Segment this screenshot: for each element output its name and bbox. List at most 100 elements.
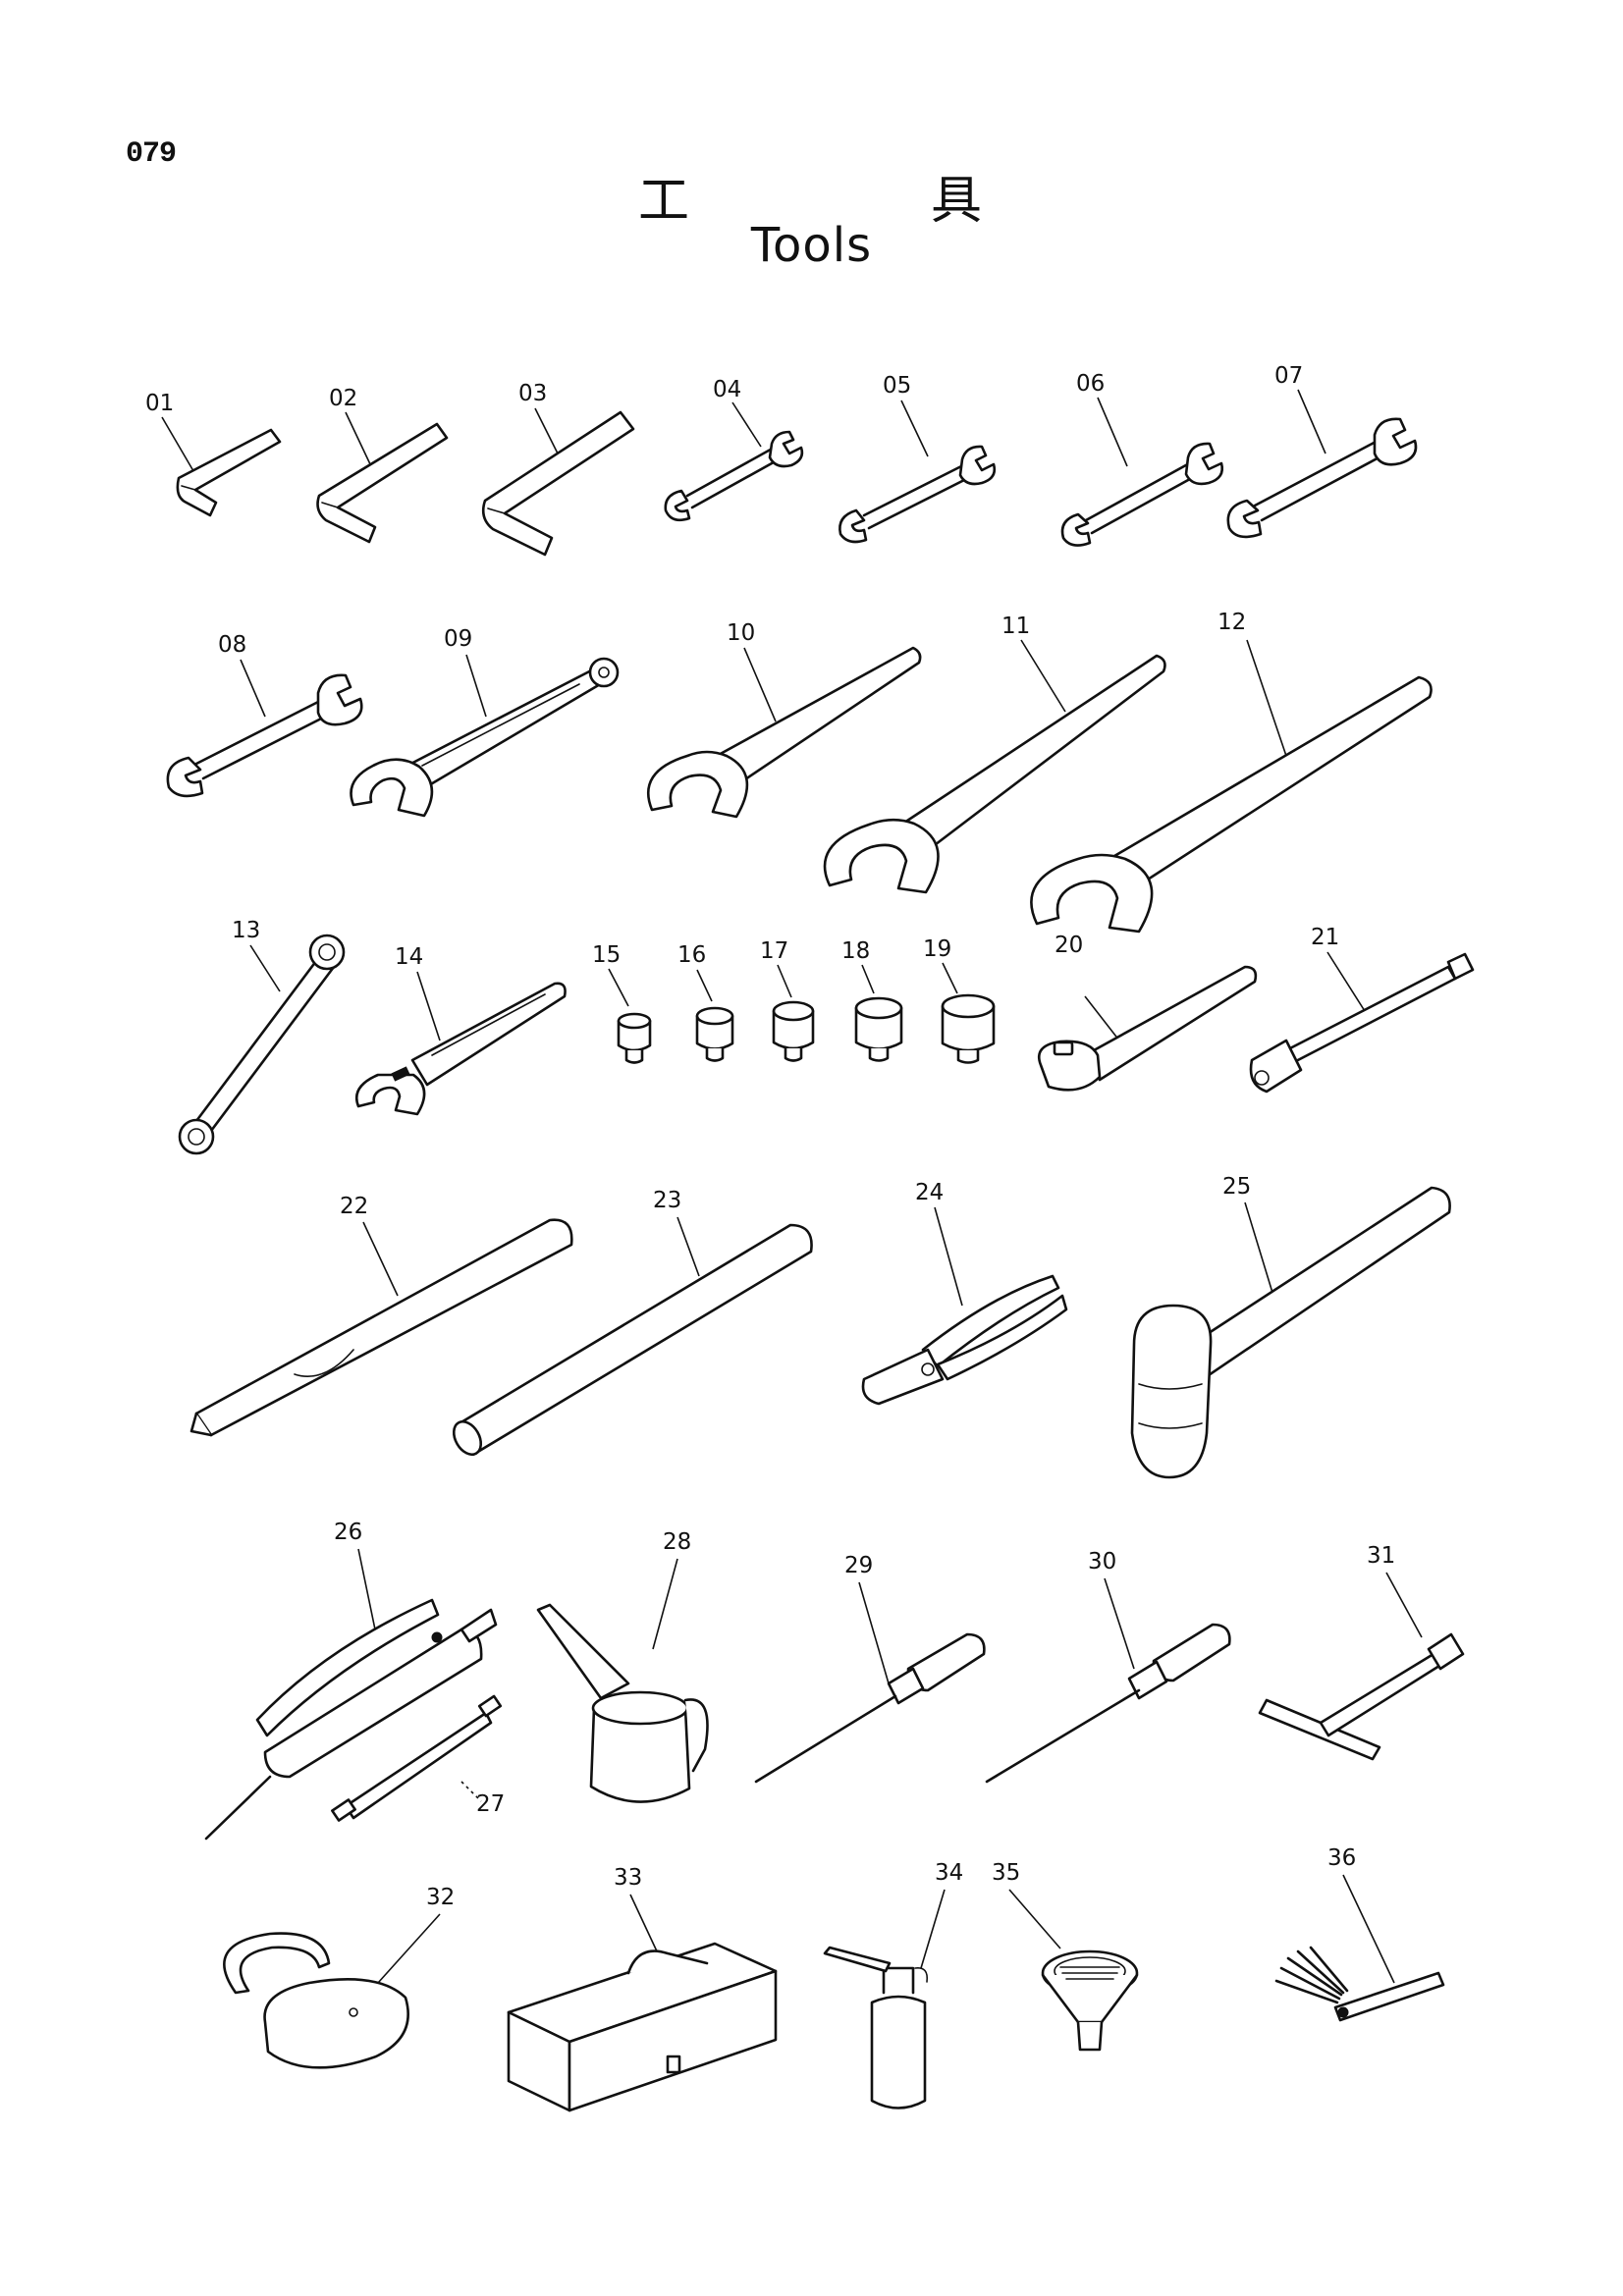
tool-label: 17 <box>760 938 788 964</box>
tool-34[interactable]: 34 <box>823 1860 963 2109</box>
page-title-text: Tools <box>750 218 873 273</box>
adjustable-wrench-icon <box>354 982 567 1116</box>
tool-23[interactable]: 23 <box>449 1188 813 1460</box>
tool-label: 35 <box>992 1860 1020 1886</box>
extension-bar-socket-icon <box>1249 952 1475 1094</box>
tool-12[interactable]: 12 <box>1030 610 1433 934</box>
grease-gun-icon <box>204 1598 498 1841</box>
tool-label: 26 <box>334 1520 362 1545</box>
tool-label: 11 <box>1001 614 1030 639</box>
hex-key-icon <box>316 422 449 544</box>
tool-22[interactable]: 22 <box>189 1194 573 1437</box>
oiler-bottle-icon <box>823 1946 929 2109</box>
tool-label: 01 <box>145 391 174 416</box>
tool-label: 30 <box>1088 1549 1116 1575</box>
socket-icon <box>941 993 996 1064</box>
tool-32[interactable]: 32 <box>223 1885 455 2069</box>
oil-can-icon <box>536 1603 709 1803</box>
pliers-icon <box>861 1274 1068 1406</box>
single-open-end-wrench-icon <box>823 654 1166 894</box>
tool-14[interactable]: 14 <box>354 944 567 1116</box>
tool-label: 09 <box>444 626 472 652</box>
tool-01[interactable]: 01 <box>145 391 282 517</box>
double-open-end-wrench-icon <box>1060 442 1223 547</box>
tool-03[interactable]: 03 <box>481 381 635 557</box>
tool-label: 32 <box>426 1885 455 1910</box>
tool-label: 02 <box>329 386 357 411</box>
tool-27[interactable]: 27 <box>331 1694 505 1822</box>
tool-08[interactable]: 08 <box>166 632 363 798</box>
tool-label: 05 <box>883 373 911 399</box>
tool-16[interactable]: 16 <box>677 942 734 1062</box>
socket-icon <box>695 1006 734 1062</box>
tool-label: 20 <box>1055 933 1083 958</box>
tool-box-icon <box>507 1942 778 2112</box>
tool-35[interactable]: 35 <box>992 1860 1139 2052</box>
tool-09[interactable]: 09 <box>350 626 620 818</box>
tool-label: 08 <box>218 632 246 658</box>
tool-label: 14 <box>395 944 423 970</box>
tool-29[interactable]: 29 <box>754 1553 986 1784</box>
tool-26[interactable]: 26 <box>204 1520 498 1841</box>
tool-02[interactable]: 02 <box>316 386 449 544</box>
padlock-icon <box>223 1932 409 2069</box>
tool-33[interactable]: 33 <box>507 1865 778 2112</box>
tool-20[interactable]: 20 <box>1037 933 1258 1092</box>
tool-label: 23 <box>653 1188 681 1213</box>
hex-key-icon <box>481 410 635 557</box>
tool-label: 03 <box>518 381 547 406</box>
socket-icon <box>772 1000 815 1062</box>
tool-label: 29 <box>844 1553 873 1578</box>
tool-label: 36 <box>1327 1845 1356 1871</box>
offset-box-wrench-icon <box>178 934 346 1155</box>
hook-spanner-wrench-icon <box>350 657 620 818</box>
tool-label: 12 <box>1217 610 1246 635</box>
double-open-end-wrench-icon <box>166 673 363 798</box>
page-title-japanese: 工 具 <box>638 159 982 233</box>
tool-label: 34 <box>935 1860 963 1886</box>
tool-15[interactable]: 15 <box>592 942 652 1064</box>
title-jp-char-1: 工 <box>638 172 690 231</box>
tool-17[interactable]: 17 <box>760 938 815 1062</box>
tool-label: 06 <box>1076 371 1105 397</box>
tool-31[interactable]: 31 <box>1258 1543 1465 1761</box>
page-number: 079 <box>126 137 177 171</box>
tool-label: 22 <box>340 1194 368 1219</box>
socket-icon <box>617 1012 652 1064</box>
tool-24[interactable]: 24 <box>861 1180 1068 1406</box>
ratchet-handle-icon <box>1037 965 1258 1092</box>
double-open-end-wrench-icon <box>1226 417 1418 539</box>
double-open-end-wrench-icon <box>664 430 804 522</box>
tool-11[interactable]: 11 <box>823 614 1166 894</box>
tool-21[interactable]: 21 <box>1249 925 1475 1094</box>
tool-05[interactable]: 05 <box>839 373 997 544</box>
pry-bar-icon <box>189 1218 573 1437</box>
tool-28[interactable]: 28 <box>536 1529 709 1803</box>
socket-icon <box>854 996 903 1062</box>
tool-30[interactable]: 30 <box>985 1549 1231 1784</box>
tool-label: 15 <box>592 942 621 968</box>
page-title: Tools <box>0 218 1623 273</box>
tool-07[interactable]: 07 <box>1226 363 1418 539</box>
tool-18[interactable]: 18 <box>841 938 903 1062</box>
tool-25[interactable]: 25 <box>1130 1174 1451 1479</box>
tool-label: 18 <box>841 938 870 964</box>
single-open-end-wrench-icon <box>647 646 922 819</box>
hex-key-icon <box>176 428 282 517</box>
tool-label: 19 <box>923 936 951 962</box>
tool-04[interactable]: 04 <box>664 377 804 522</box>
tool-06[interactable]: 06 <box>1060 371 1223 547</box>
tool-10[interactable]: 10 <box>647 620 922 819</box>
feeler-gauge-icon <box>1274 1946 1445 2022</box>
strainer-funnel-icon <box>1041 1949 1139 2052</box>
tool-label: 28 <box>663 1529 691 1555</box>
tool-label: 21 <box>1311 925 1339 950</box>
extension-pipe-icon <box>452 1223 813 1457</box>
tool-19[interactable]: 19 <box>923 936 996 1064</box>
hammer-icon <box>1130 1186 1451 1479</box>
tool-36[interactable]: 36 <box>1274 1845 1445 2022</box>
tool-13[interactable]: 13 <box>178 918 346 1155</box>
tool-label: 33 <box>614 1865 642 1891</box>
t-handle-wrench-icon <box>1258 1632 1465 1761</box>
